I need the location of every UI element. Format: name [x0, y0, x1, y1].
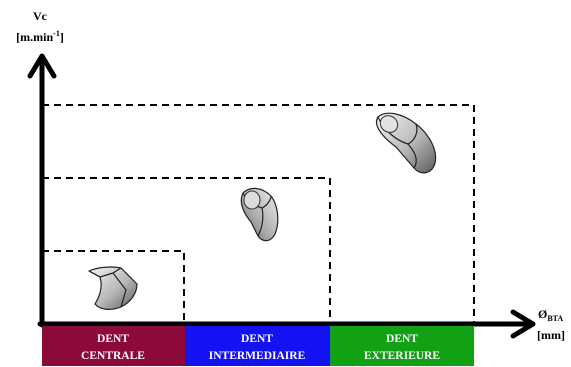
zone-label-central-line1: DENT — [97, 333, 129, 345]
zone-label-intermediate-line2: INTERMEDIAIRE — [209, 350, 306, 362]
zone-label-exterior-line1: DENT — [386, 333, 418, 345]
intermediate-insert-icon — [240, 187, 279, 242]
axes — [27, 53, 536, 339]
zone-boundaries — [42, 104, 475, 323]
y-axis-unit: [m.min-1] — [16, 29, 64, 44]
zone-band-exterior — [330, 326, 474, 366]
zone-band-intermediate — [185, 326, 330, 366]
zone-label-exterior-line2: EXTERIEURE — [364, 350, 440, 362]
x-axis-arrowhead — [510, 309, 536, 339]
y-axis-label: Vc — [33, 9, 48, 23]
zone-boundary-exterior — [42, 104, 475, 323]
zone-bands: DENT CENTRALE DENT INTERMEDIAIRE DENT EX… — [42, 326, 474, 366]
x-axis-unit: [mm] — [537, 328, 565, 342]
zone-label-intermediate-line1: DENT — [241, 333, 273, 345]
y-axis-arrowhead — [27, 53, 57, 79]
x-axis-label: ØBTA — [538, 307, 563, 323]
zone-label-central-line2: CENTRALE — [81, 350, 145, 362]
zone-band-central — [42, 326, 185, 366]
zone-boundary-intermediate — [42, 177, 331, 323]
exterior-insert-icon — [375, 112, 437, 174]
central-insert-icon — [88, 266, 138, 310]
